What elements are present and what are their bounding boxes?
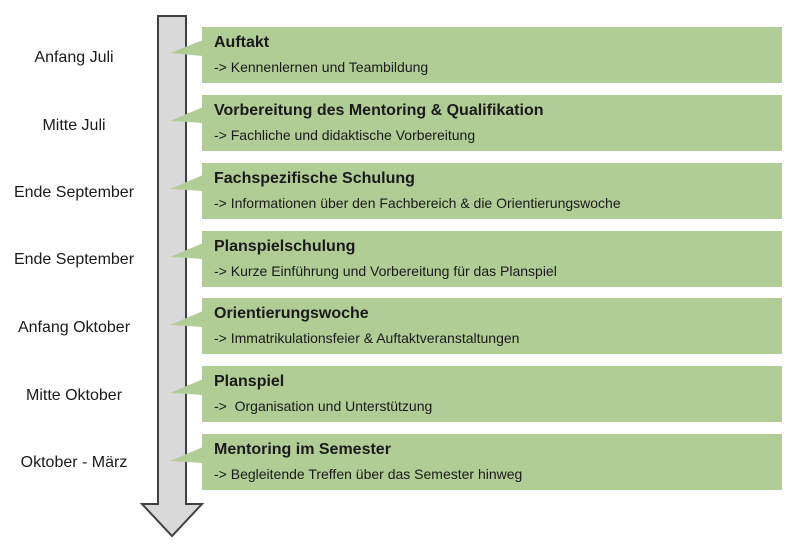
step-description: -> Fachliche und didaktische Vorbereitun…: [214, 127, 476, 143]
step-title: Vorbereitung des Mentoring & Qualifikati…: [214, 102, 544, 119]
step-box-planspiel: Planspiel -> Organisation und Unterstütz…: [202, 366, 782, 422]
date-label: Mitte Juli: [42, 117, 106, 134]
step-description: -> Informationen über den Fachbereich & …: [214, 195, 621, 211]
date-label: Oktober - März: [20, 454, 128, 471]
date-label: Anfang Oktober: [17, 319, 131, 336]
date-label: Ende September: [13, 184, 135, 201]
step-box-auftakt: Auftakt -> Kennenlernen und Teambildung: [202, 27, 782, 83]
step-title: Fachspezifische Schulung: [214, 170, 415, 187]
callout-pointer: [170, 175, 203, 191]
date-label: Anfang Juli: [34, 49, 114, 66]
date-label: Ende September: [13, 251, 135, 268]
down-arrow-icon: [139, 15, 205, 538]
step-description: -> Kurze Einführung und Vorbereitung für…: [214, 263, 557, 279]
callout-pointer: [170, 107, 203, 123]
step-box-vorbereitung: Vorbereitung des Mentoring & Qualifikati…: [202, 95, 782, 151]
step-box-fachspezifische-schulung: Fachspezifische Schulung -> Informatione…: [202, 163, 782, 219]
step-title: Orientierungswoche: [214, 305, 369, 322]
step-description: -> Organisation und Unterstützung: [214, 398, 433, 414]
step-description: -> Immatrikulationsfeier & Auftaktverans…: [214, 330, 520, 346]
callout-pointer: [170, 243, 203, 259]
callout-pointer: [170, 40, 203, 56]
step-title: Planspielschulung: [214, 238, 356, 255]
step-title: Planspiel: [214, 373, 285, 390]
step-box-orientierungswoche: Orientierungswoche -> Immatrikulationsfe…: [202, 298, 782, 354]
step-title: Mentoring im Semester: [214, 441, 391, 458]
callout-pointer: [170, 379, 203, 395]
date-label: Mitte Oktober: [25, 387, 123, 404]
callout-pointer: [170, 311, 203, 327]
step-box-planspielschulung: Planspielschulung -> Kurze Einführung un…: [202, 231, 782, 287]
callout-pointer: [170, 447, 203, 463]
step-box-mentoring-im-semester: Mentoring im Semester -> Begleitende Tre…: [202, 434, 782, 490]
step-description: -> Kennenlernen und Teambildung: [214, 59, 429, 75]
step-description: -> Begleitende Treffen über das Semester…: [214, 466, 523, 482]
step-title: Auftakt: [214, 34, 270, 51]
